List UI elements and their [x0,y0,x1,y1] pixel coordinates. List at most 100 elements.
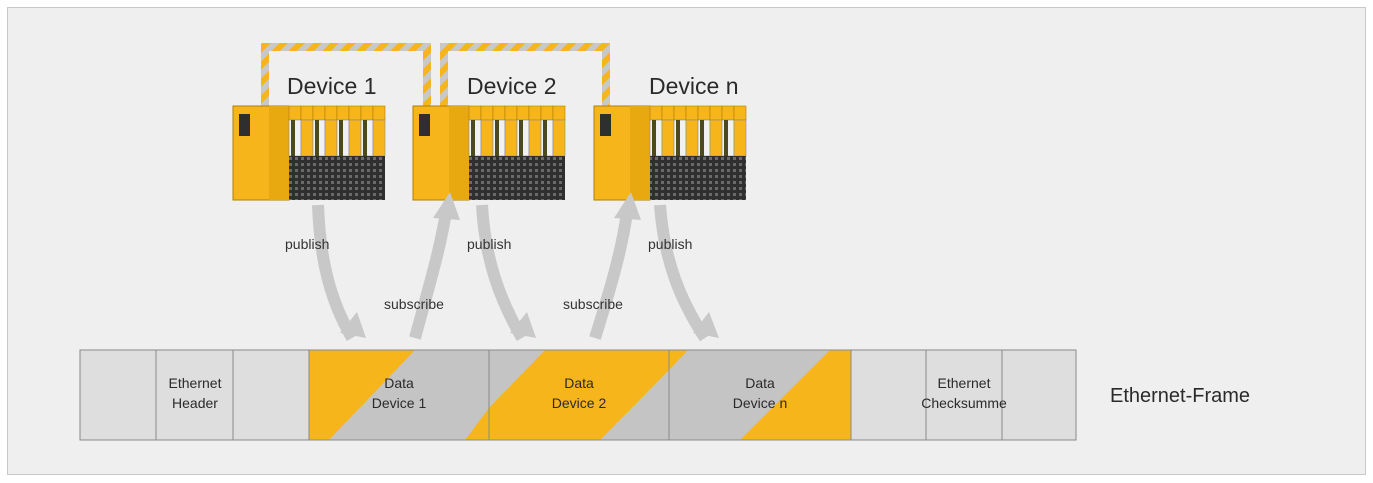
io-module-body [733,119,747,157]
seg-data-n-line2: Device n [733,395,787,411]
publish-arrowhead-n [693,312,719,338]
seg-checksum-line2: Checksumme [921,395,1007,411]
io-module-top [516,105,530,121]
io-module-top [649,105,663,121]
io-module-top [312,105,326,121]
publish-label-n: publish [648,236,693,252]
io-module-top [468,105,482,121]
device-cpu-side [449,106,469,200]
device-n-label: Device n [643,72,745,100]
io-module-body [552,119,566,157]
device-1-label: Device 1 [281,72,383,100]
io-module-stripe [700,120,704,156]
io-terminal-block [650,156,746,200]
subscribe-label-2: subscribe [563,296,623,312]
io-module-top [360,105,374,121]
io-module-stripe [676,120,680,156]
subscribe-arrow-1 [409,211,452,340]
seg-data-1-yellow [309,350,415,440]
publish-arrowhead-2 [510,312,536,338]
subscribe-arrowhead-1 [433,192,460,220]
subscribe-label-1: subscribe [384,296,444,312]
ethernet-frame: Ethernet Header Data Device 1 Data Devic… [79,349,1077,441]
io-module-top [480,105,494,121]
io-module-body [528,119,542,157]
cable-2-n [440,43,610,110]
io-module-stripe [495,120,499,156]
io-module-stripe [543,120,547,156]
io-module-stripe [471,120,475,156]
seg-data-2-line2: Device 2 [552,395,607,411]
io-module-top [709,105,723,121]
publish-arrow-n [654,204,711,342]
devices-group [232,105,747,201]
io-module-body [661,119,675,157]
io-module-stripe [315,120,319,156]
io-module-top [540,105,554,121]
io-module-body [300,119,314,157]
flow-arrows [312,192,719,342]
device-cpu-display [239,114,250,136]
device-cpu-side [630,106,650,200]
io-module-top [733,105,747,121]
io-module-top [552,105,566,121]
device-2-label: Device 2 [461,72,563,100]
subscribe-arrowhead-2 [614,192,641,220]
seg-data-n-line1: Data [745,375,775,391]
io-module-body [480,119,494,157]
io-module-stripe [339,120,343,156]
device-cpu-display [600,114,611,136]
io-module-body [324,119,338,157]
io-module-body [372,119,386,157]
io-module-top [661,105,675,121]
seg-data-1-yellow-corner [465,408,489,440]
device-2-rack [412,105,566,201]
publish-label-2: publish [467,236,512,252]
seg-data-2-line1: Data [564,375,594,391]
io-module-top [697,105,711,121]
io-module-top [372,105,386,121]
io-terminal-block [289,156,385,200]
seg-header-line2: Header [172,395,218,411]
seg-data-1-line2: Device 1 [372,395,427,411]
ethernet-frame-label: Ethernet-Frame [1110,385,1251,407]
io-module-top [336,105,350,121]
device-3-rack [593,105,747,201]
io-module-body [685,119,699,157]
seg-header-line1: Ethernet [169,375,222,391]
io-module-top [673,105,687,121]
cable-1-2 [261,43,431,110]
io-module-top [492,105,506,121]
network-cables [261,43,610,110]
io-module-top [685,105,699,121]
io-module-stripe [519,120,523,156]
io-module-top [324,105,338,121]
io-module-body [709,119,723,157]
io-module-body [348,119,362,157]
seg-checksum-line1: Ethernet [938,375,991,391]
io-module-stripe [652,120,656,156]
io-module-top [528,105,542,121]
frame-border [79,349,1077,441]
publish-arrow-2 [476,204,528,342]
device-1-rack [232,105,386,201]
device-cpu-side [269,106,289,200]
publish-label-1: publish [285,236,330,252]
io-module-top [348,105,362,121]
seg-data-n-yellow-corner [669,350,688,370]
device-cpu-display [419,114,430,136]
publish-arrowhead-1 [340,312,366,338]
io-terminal-block [469,156,565,200]
io-module-body [504,119,518,157]
subscribe-arrow-2 [589,211,633,340]
publish-arrow-1 [312,204,358,342]
io-module-top [721,105,735,121]
seg-data-1-line1: Data [384,375,414,391]
seg-data-2-yellow [489,350,669,440]
io-module-top [300,105,314,121]
seg-data-n-yellow [740,350,851,440]
io-module-stripe [291,120,295,156]
io-module-stripe [363,120,367,156]
